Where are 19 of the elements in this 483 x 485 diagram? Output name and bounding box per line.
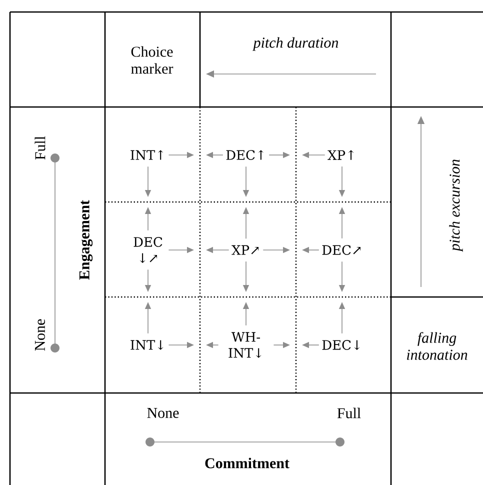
cell-label: DEC↓ [322,340,360,350]
axis-label: pitch excursion [449,160,463,252]
cell-label: INT↑ [130,150,164,160]
scale-end-label: Full [337,408,361,418]
scale-end-label: None [35,319,45,351]
cell-label: WH-INT↓ [228,332,262,358]
scale-end-label: None [147,408,179,418]
cell-label: XP↗ [232,245,259,255]
cell-label: DEC↑ [226,150,264,160]
scale-end-label: Full [34,136,46,160]
scale-title: Commitment [205,458,290,468]
row-header: falling intonation [407,332,468,360]
scale-title: Engagement [79,200,93,280]
cell-label: XP↑ [328,150,354,160]
column-header: Choice marker [131,46,174,74]
axis-label: pitch duration [252,37,338,51]
cell-label: DEC ↓↗ [134,237,162,263]
cell-label: DEC↗ [322,245,360,255]
cell-label: INT↓ [130,340,164,350]
